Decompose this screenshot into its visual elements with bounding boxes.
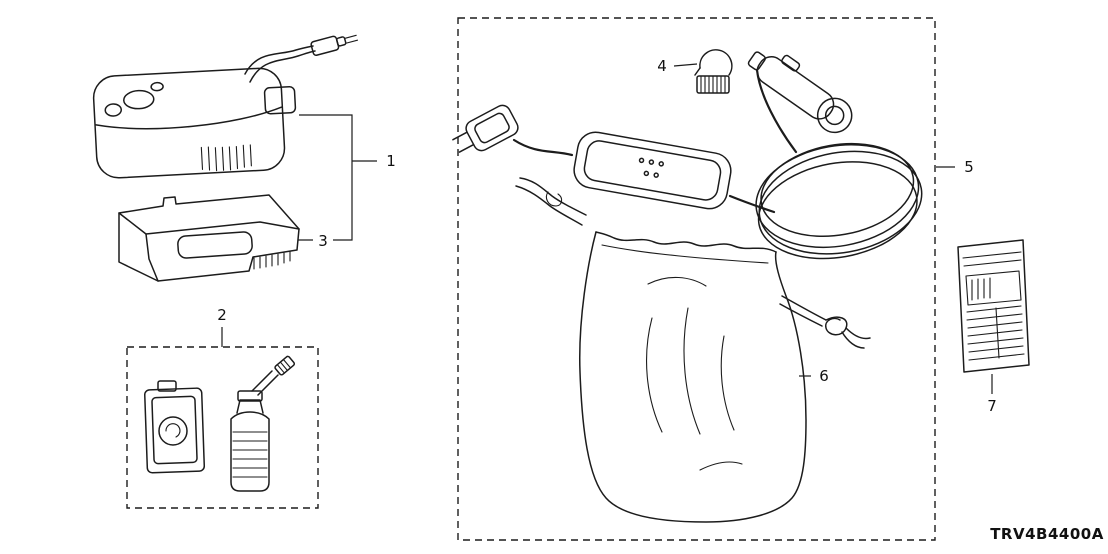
cable-plug-segment [512,138,574,157]
callout-5: 5 [964,158,974,176]
wall-plug-drawing [452,104,519,153]
sealant-card-drawing [144,380,206,474]
sealant-bottle-drawing [230,355,296,492]
holder-clip-drawing [694,49,733,94]
callout-6: 6 [819,367,829,385]
callout-4: 4 [657,57,667,75]
part-code: TRV4B4400A [990,525,1104,543]
callout-7: 7 [987,397,997,415]
spec-label-drawing [957,239,1030,373]
air-compressor-drawing [92,34,359,179]
cable-box-segment [728,194,776,214]
mounting-tray-drawing [118,194,300,282]
callout-1: 1 [386,152,396,170]
callout-3-backing [313,232,333,249]
compressor-power-plug [310,34,359,57]
drawstring-knot-drawing [779,295,871,349]
callout-2: 2 [217,306,227,324]
control-box-drawing [573,131,732,210]
storage-bag-drawing [578,231,807,523]
ev-connector-drawing [747,51,853,134]
drawstring-ties-drawing [515,177,587,226]
callout-3: 3 [318,232,328,250]
callout-line-4 [673,63,698,67]
callout-line-1-3 [298,114,377,241]
cable-coil-drawing [755,142,923,260]
charging-kit-box [457,17,936,541]
repair-kit-box [126,346,319,509]
